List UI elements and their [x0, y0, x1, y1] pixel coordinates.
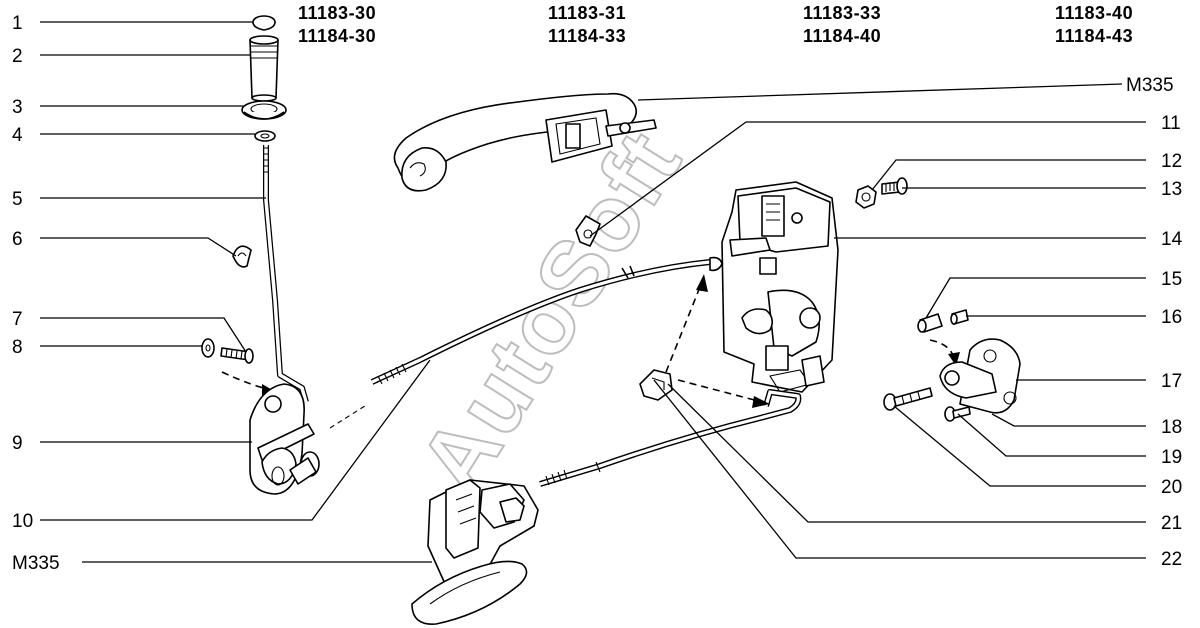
callout-9: 9: [12, 433, 23, 454]
model-code-3b: 11184-40: [803, 26, 881, 46]
model-code-4a: 11183-40: [1055, 3, 1133, 23]
part-bushing-15: [917, 313, 943, 333]
callout-18: 18: [1161, 417, 1182, 438]
part-bushing-16: [950, 309, 969, 325]
part-housing: [249, 383, 320, 495]
callout-4: 4: [12, 125, 23, 146]
part-rod: [263, 145, 309, 403]
callout-21: 21: [1161, 513, 1182, 534]
callout-5: 5: [12, 189, 23, 210]
part-clip-21: [639, 369, 673, 401]
part-cable-10: [370, 256, 723, 385]
model-code-3a: 11183-33: [803, 3, 881, 23]
callout-22: 22: [1161, 549, 1182, 570]
callout-1: 1: [12, 13, 23, 34]
part-striker: [939, 338, 1021, 414]
part-washer-8: [201, 338, 215, 358]
callout-7: 7: [12, 309, 23, 330]
callout-2: 2: [12, 46, 23, 67]
callout-15: 15: [1161, 269, 1182, 290]
callout-10: 10: [12, 511, 33, 532]
model-code-1b: 11184-30: [298, 26, 376, 46]
model-code-1a: 11183-30: [298, 3, 376, 23]
part-washer: [254, 130, 276, 142]
part-screw-19: [944, 406, 971, 422]
callout-14: 14: [1161, 229, 1183, 250]
callout-8: 8: [12, 337, 23, 358]
assembly-line-a: [665, 281, 703, 373]
callout-20: 20: [1161, 477, 1182, 498]
part-screw-18: [883, 387, 933, 411]
callout-17: 17: [1161, 371, 1182, 392]
callout-3: 3: [12, 97, 23, 118]
callouts-right: M335 11 12 13 14 15 16 17 18 19 20 21 22: [1126, 75, 1183, 570]
arrow-head-a: [696, 274, 708, 292]
callout-6: 6: [12, 229, 23, 250]
arrow-head-b: [752, 396, 770, 408]
part-nut-12: [855, 185, 877, 209]
callout-m335-bottom: M335: [12, 553, 60, 574]
callout-11: 11: [1161, 113, 1181, 134]
assembly-line-b: [677, 379, 763, 403]
part-lock-mechanism: [721, 181, 839, 393]
leader-lines: [40, 21, 1146, 563]
callout-12: 12: [1161, 151, 1182, 172]
part-bezel: [241, 100, 287, 120]
assembly-line-c: [329, 403, 369, 429]
part-screw-7: [220, 347, 254, 364]
model-code-2a: 11183-31: [548, 3, 626, 23]
callouts-left: 1 2 3 4 5 6 7 8 9 10 M335: [12, 13, 60, 574]
part-clip: [232, 245, 252, 268]
part-sleeve: [249, 35, 279, 102]
part-clip-11: [575, 215, 601, 247]
part-knob: [252, 15, 276, 31]
model-code-2b: 11184-33: [548, 26, 626, 46]
callout-19: 19: [1161, 447, 1182, 468]
callout-m335-top: M335: [1126, 75, 1174, 96]
part-screw-13: [881, 177, 908, 195]
callout-13: 13: [1161, 179, 1182, 200]
part-rod-22: [539, 389, 802, 487]
model-code-4b: 11184-43: [1055, 26, 1133, 46]
part-outside-handle: [393, 92, 657, 192]
part-inside-handle: [411, 479, 539, 625]
model-codes: 11183-30 11184-30 11183-31 11184-33 1118…: [298, 3, 1133, 46]
callout-16: 16: [1161, 307, 1182, 328]
